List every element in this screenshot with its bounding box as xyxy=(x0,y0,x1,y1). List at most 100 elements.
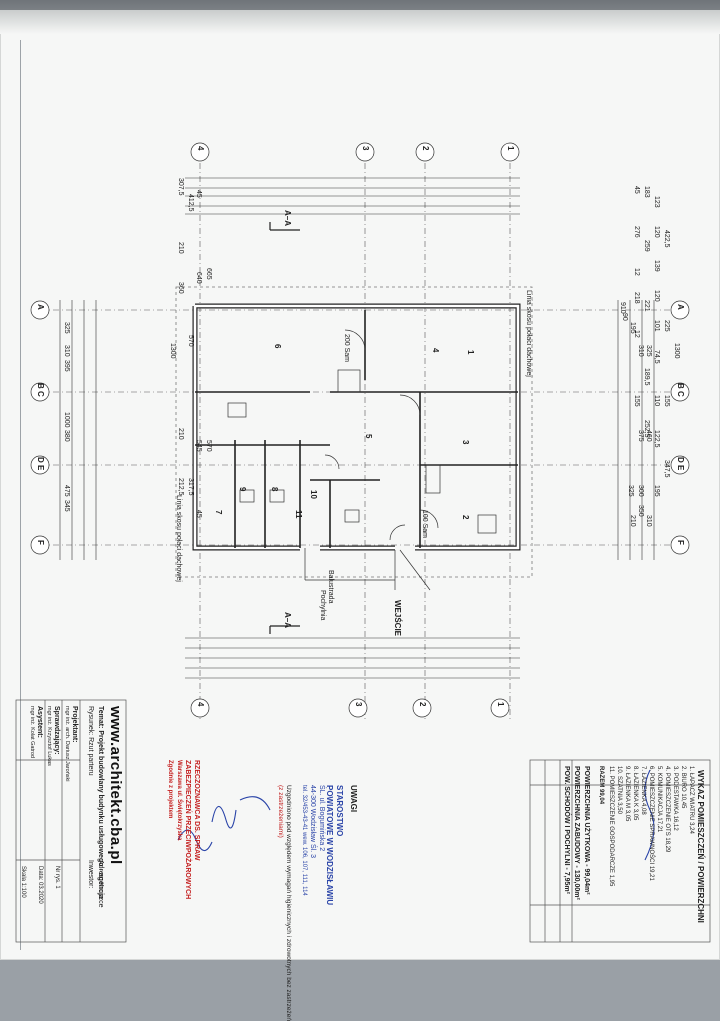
room-table-title: WYKAZ POMIESZCZEŃ / POWIERZCHNI xyxy=(696,770,705,923)
room-no: 1. xyxy=(688,766,694,772)
total-label: RAZEM xyxy=(598,766,604,788)
sheet-border xyxy=(20,40,711,950)
notes-title: UWAGI xyxy=(349,785,358,813)
room-area: 1,95 xyxy=(608,874,614,887)
dim-bot-189: 189,5 xyxy=(643,368,650,386)
room-9: 9 xyxy=(238,487,247,492)
room-area: 4,08 xyxy=(640,803,646,815)
label-balustrade: Balustrada xyxy=(327,570,334,604)
summary-stairs: POW. SCHODÓW I POCHYLNI - 7,95m² xyxy=(563,766,570,894)
axis-right-f: F xyxy=(676,540,685,545)
axis-left-f: F xyxy=(36,540,45,545)
axis-right-de: D E xyxy=(676,457,685,471)
room-no: 6. xyxy=(648,766,654,772)
name-assistant: mgr inż. Kolat Gatrod xyxy=(29,706,35,758)
drawing-sheet xyxy=(0,10,720,960)
dim-bot-101: 101 xyxy=(653,320,660,332)
name-checker: mgr inż. Krzysztof Lukas xyxy=(46,706,52,766)
dim-top-360: 360 xyxy=(177,282,184,294)
room-name: SZATNIA xyxy=(616,776,622,801)
dim-right-310b: 310 xyxy=(645,515,652,527)
dim-bot-276: 276 xyxy=(633,226,640,238)
room-1: 1 xyxy=(466,350,475,355)
dim-bot-155b: 155 xyxy=(663,395,670,407)
room-6: 6 xyxy=(273,344,282,349)
room-name: POMIESZCZENIE GOSPODARCZE xyxy=(608,775,614,873)
room-area: 3,05 xyxy=(624,809,630,822)
room-no: 4. xyxy=(664,766,670,772)
room-table-row: 8. ŁAZIENKA K 3,05 xyxy=(632,766,638,820)
axis-left-bc: B C xyxy=(36,383,45,397)
drawing-number: Nr rys. 1 xyxy=(54,866,60,889)
dim-bot-347: 347,5 xyxy=(663,460,670,478)
room-11: 11 xyxy=(294,510,303,519)
room-table-row: 4. POMIESZCZENIE OTS 18,29 xyxy=(664,766,670,852)
dim-bot-total: 1300 xyxy=(673,343,680,359)
website-url: www.architekt.cba.pl xyxy=(107,706,124,865)
axis-top-1: 1 xyxy=(506,146,515,151)
dim-right-90: 90 xyxy=(621,313,628,321)
axis-bottom-2: 2 xyxy=(418,702,427,707)
room-name: ŁAPACZ WIATRU xyxy=(688,772,694,821)
dim-bot-74: 74,5 xyxy=(653,350,660,364)
label-door-100: 100 Sam xyxy=(421,510,428,539)
dim-right-325: 325 xyxy=(645,345,652,357)
axis-bottom-4: 4 xyxy=(196,702,205,707)
dim-bot-110: 110 xyxy=(653,395,660,407)
dim-left-310: 310 xyxy=(63,345,70,357)
red-stamp-line2: ZABEZPIECZEŃ PRZECIWPOŻAROWYCH xyxy=(184,760,191,900)
dim-right-310: 310 xyxy=(637,345,644,357)
dim-left-1000: 1000 xyxy=(63,412,70,428)
room-name: ŁAZIENKA xyxy=(640,772,646,802)
room-5: 5 xyxy=(364,434,373,439)
sheet-top-shadow xyxy=(0,10,720,34)
dim-top-317: 317,5 xyxy=(187,478,194,496)
room-table-row: 7. ŁAZIENKA 4,08 xyxy=(640,766,646,815)
room-area: 3,50 xyxy=(616,802,622,814)
dim-top-665: 665 xyxy=(205,268,212,280)
dim-left-380: 380 xyxy=(63,430,70,442)
dim-bot-139: 139 xyxy=(653,260,660,272)
dim-top-307: 307,5 xyxy=(177,178,184,196)
room-no: 11. xyxy=(608,766,614,774)
room-area: 10,45 xyxy=(680,793,686,809)
dim-bot-259: 259 xyxy=(643,240,650,252)
total-value: 99,04 xyxy=(598,789,604,805)
dim-bot-120a: 120 xyxy=(653,226,660,238)
stamp-line1: STAROSTWO xyxy=(335,785,344,837)
dim-left-345: 345 xyxy=(63,500,70,512)
dim-right-210: 210 xyxy=(629,515,636,527)
room-table-total: RAZEM 99,04 xyxy=(598,766,604,804)
dim-right-460: 460 xyxy=(645,430,652,442)
axis-right-a: A xyxy=(676,304,685,310)
room-7: 7 xyxy=(214,510,223,515)
room-table-row: 5. KOMUNIKACJA 17,21 xyxy=(656,766,662,832)
room-8: 8 xyxy=(270,487,279,492)
dim-bot-12a: 12 xyxy=(633,268,640,276)
dim-bot-300: 300 xyxy=(637,485,644,497)
axis-left-de: D E xyxy=(36,457,45,471)
dim-bot-221: 221 xyxy=(643,300,650,312)
red-stamp-line4: Zgodnie z projektem xyxy=(167,760,173,819)
dim-right-350: 350 xyxy=(637,505,644,517)
room-no: 5. xyxy=(656,766,662,772)
dim-bot-120b: 120 xyxy=(653,290,660,302)
room-table-row: 11. POMIESZCZENIE GOSPODARCZE 1,95 xyxy=(608,766,614,886)
room-no: 9. xyxy=(624,766,630,772)
drawing-date: Data: 03.2020 xyxy=(37,866,43,904)
dim-bot-195: 195 xyxy=(653,485,660,497)
red-stamp-line3: Warszawa ul. Świętokrzyska xyxy=(176,760,182,841)
room-area: 19,21 xyxy=(648,865,654,881)
room-area: 3,05 xyxy=(632,808,638,821)
label-door-200: 200 Sam xyxy=(343,334,350,363)
dim-bot-325: 325 xyxy=(627,485,634,497)
dim-top-45a: 45 xyxy=(195,190,202,198)
role-assistant: Asystent: xyxy=(36,706,43,738)
dim-bot-45: 45 xyxy=(633,186,640,194)
room-table-row: 9. ŁAZIENKA M 3,05 xyxy=(624,766,630,821)
label-entrance: WEJŚCIE xyxy=(393,600,402,637)
dim-bot-910: 910 xyxy=(619,302,626,314)
summary-built: POWIERZCHNIA ZABUDOWY - 130,00m² xyxy=(573,766,580,900)
room-no: 2. xyxy=(680,766,686,772)
room-no: 8. xyxy=(632,766,638,772)
